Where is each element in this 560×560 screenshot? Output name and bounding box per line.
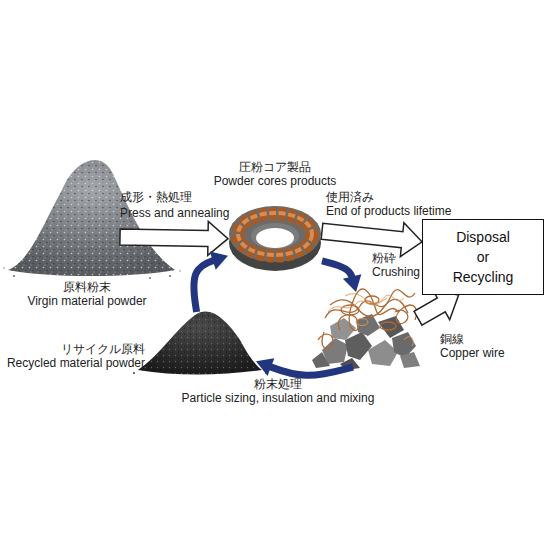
- edge-label: Press and annealing: [120, 206, 229, 220]
- arrow-head: [256, 358, 274, 376]
- material-node: 原料粉末Virgin material powder: [20, 160, 120, 270]
- crushed-pile: [400, 352, 420, 368]
- recycled-powder-pile: [133, 372, 135, 374]
- virgin-powder-pile: [179, 270, 181, 272]
- crushed-node: 銅線Copper wire: [318, 292, 418, 367]
- product-node: 圧粉コア製品Powder cores products: [228, 198, 322, 272]
- stator-core: [238, 213, 312, 255]
- box-text: Disposal or Recycling: [451, 227, 515, 288]
- crushed-pile: [328, 295, 404, 312]
- node-caption: 銅線Copper wire: [440, 332, 530, 360]
- crushed-pile: [345, 294, 387, 304]
- caption-text: Copper wire: [440, 346, 530, 360]
- arrow-head: [343, 274, 361, 292]
- stator-core: [238, 214, 312, 256]
- recycled-powder-pile: [138, 312, 262, 375]
- outline-arrow: [120, 221, 228, 255]
- caption-heading: 圧粉コア製品: [195, 160, 355, 174]
- edge-label: End of products lifetime: [326, 204, 451, 218]
- crushed-pile: [380, 322, 396, 330]
- crushed-pile: [312, 352, 330, 368]
- edge-label: Particle sizing, insulation and mixing: [182, 391, 375, 405]
- step-label: 成形・熱処理: [120, 190, 192, 204]
- crushed-pile: [404, 337, 413, 346]
- caption-heading: 銅線: [440, 332, 530, 346]
- crushed-pile: [356, 319, 368, 326]
- cycle-arrow: [322, 261, 361, 292]
- stator-core: [251, 223, 299, 249]
- caption-heading: 原料粉末: [2, 280, 172, 294]
- outline-arrow: [321, 223, 422, 257]
- virgin-powder-pile: [169, 275, 171, 277]
- crushed-pile: [325, 290, 415, 318]
- crushed-pile: [378, 316, 404, 338]
- recycled-powder-pile: [133, 312, 267, 375]
- crushed-pile: [341, 305, 359, 315]
- step-label: 使用済み: [326, 190, 374, 204]
- caption-text: Disposal or Recycling: [451, 227, 515, 288]
- node-caption: 原料粉末Virgin material powder: [2, 280, 172, 308]
- outline-arrow: [414, 290, 459, 325]
- outline-arrow-body: [321, 223, 422, 257]
- node-caption: 圧粉コア製品Powder cores products: [195, 160, 355, 188]
- caption-text: Recycled material powder: [0, 356, 145, 370]
- crushed-pile: [395, 305, 417, 324]
- outline-arrow-body: [414, 290, 459, 325]
- virgin-powder-pile: [13, 275, 15, 277]
- stator-core: [229, 206, 321, 271]
- recycled-powder-pile: [138, 312, 262, 375]
- crushed-pile: [356, 314, 380, 336]
- caption-text: Virgin material powder: [2, 294, 172, 308]
- step-label: 粉砕: [372, 251, 396, 265]
- node-caption: リサイクル原料Recycled material powder: [0, 342, 145, 370]
- caption-heading: リサイクル原料: [0, 342, 145, 356]
- cycle-arrow-line: [265, 365, 353, 375]
- cycle-arrow: [256, 358, 353, 376]
- crushed-pile: [328, 294, 413, 346]
- virgin-powder-pile: [149, 277, 151, 279]
- process-box: Disposal or Recycling: [422, 219, 544, 295]
- virgin-powder-pile: [3, 267, 5, 269]
- stator-core: [256, 228, 294, 248]
- edge-label: Crushing: [372, 265, 420, 279]
- material-node: リサイクル原料Recycled material powder: [148, 312, 256, 370]
- arrow-head: [210, 252, 228, 270]
- crushed-pile: [318, 332, 333, 349]
- step-label: 粉末処理: [254, 377, 302, 391]
- crushed-pile: [312, 289, 420, 370]
- outline-arrow-body: [120, 221, 228, 255]
- stator-core: [229, 206, 321, 262]
- crushed-pile: [318, 289, 417, 349]
- caption-text: Powder cores products: [195, 174, 355, 188]
- cycle-arrow: [194, 252, 228, 312]
